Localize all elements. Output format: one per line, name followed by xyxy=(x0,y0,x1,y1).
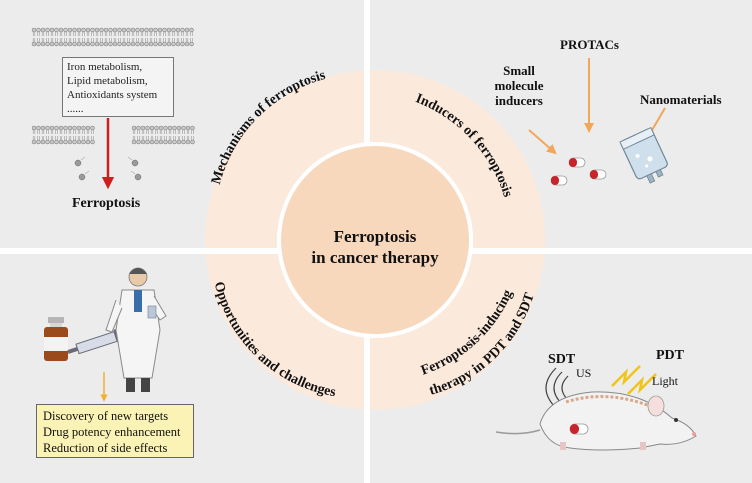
opportunity-line-2: Drug potency enhancement xyxy=(43,425,181,439)
capsule-icon xyxy=(589,169,607,180)
ferroptosis-result-label: Ferroptosis xyxy=(72,196,141,211)
opportunities-box: Discovery of new targets Drug potency en… xyxy=(36,404,194,458)
cell-membrane-icon xyxy=(31,27,194,47)
pdt-label: PDT xyxy=(656,348,684,363)
arrow-small-molecule xyxy=(528,129,557,155)
doctor-icon xyxy=(105,267,167,392)
mechanism-line-4: ...... xyxy=(67,103,84,115)
lightning-icon xyxy=(611,365,657,395)
lipid-droplet-icon xyxy=(74,156,142,181)
center-title-line1: Ferroptosis xyxy=(334,227,417,246)
us-label: US xyxy=(576,366,592,380)
cell-membrane-icon xyxy=(131,125,195,145)
drug-vial-icon xyxy=(44,317,68,361)
light-label: Light xyxy=(652,374,678,388)
capsule-icon xyxy=(568,157,586,168)
center-title-line2: in cancer therapy xyxy=(311,248,439,267)
mechanism-line-1: Iron metabolism, xyxy=(67,61,143,73)
center-disc-top xyxy=(277,142,473,338)
small-molecule-label: Small molecule inducers xyxy=(494,63,544,108)
mechanism-box: Iron metabolism, Lipid metabolism, Antio… xyxy=(62,57,174,117)
opportunity-line-3: Reduction of side effects xyxy=(43,441,168,455)
cell-membrane-icon xyxy=(31,125,95,145)
mechanism-line-3: Antioxidants system xyxy=(67,89,158,101)
nanomaterials-label: Nanomaterials xyxy=(640,92,722,107)
iv-bag-icon xyxy=(619,126,668,184)
capsule-icon xyxy=(550,175,568,186)
protacs-label: PROTACs xyxy=(560,37,619,52)
sdt-label: SDT xyxy=(548,352,576,367)
capsule-icon xyxy=(569,423,589,435)
mechanism-line-2: Lipid metabolism, xyxy=(67,75,148,87)
opportunity-line-1: Discovery of new targets xyxy=(43,409,169,423)
mouse-icon xyxy=(495,391,697,451)
